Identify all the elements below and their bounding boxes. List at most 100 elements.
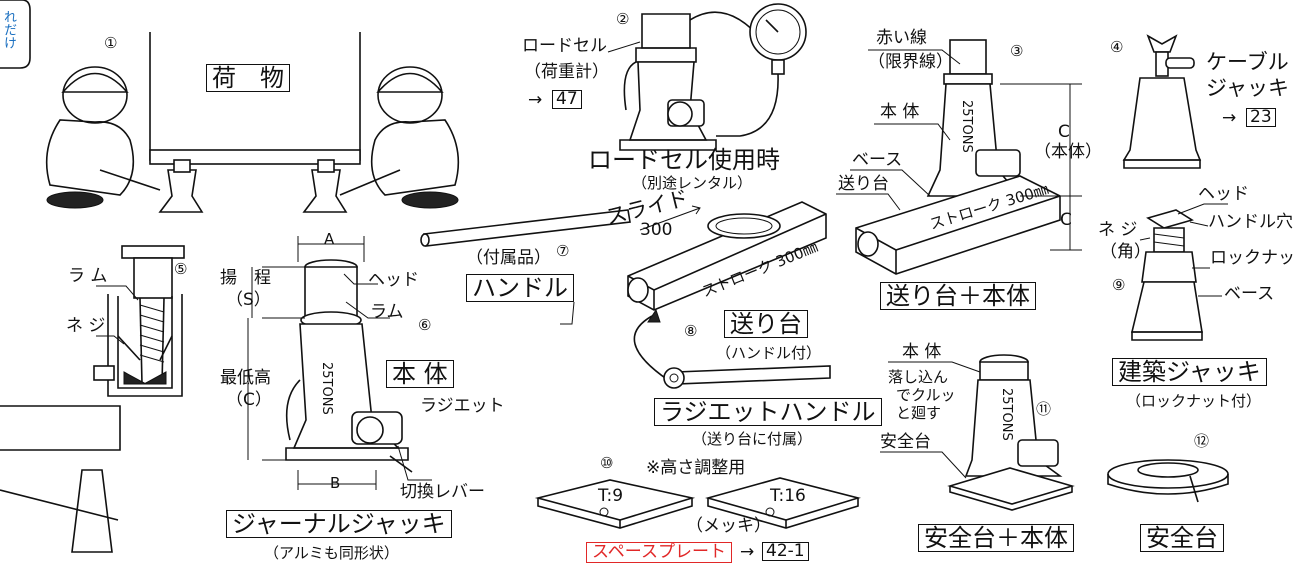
circle-12: ⑫ <box>1194 432 1210 450</box>
safety-tons: 25TONS <box>999 388 1014 441</box>
safety-body-label: 本 体 <box>902 342 942 362</box>
journal-min-2: （C） <box>226 390 272 410</box>
building-screw-1: ネ ジ <box>1098 220 1138 240</box>
journal-body-title: 本 体 <box>386 360 454 388</box>
leader-base <box>850 169 931 197</box>
leader-red-line <box>868 49 961 65</box>
safety-drop-2: でクルッ <box>896 386 956 404</box>
journal-a-label: A <box>324 230 335 248</box>
journal-jack-diagram <box>247 236 432 490</box>
handle-rod <box>420 209 631 247</box>
cable-jack-arrow: → <box>1222 108 1237 128</box>
circle-1: ① <box>104 34 118 52</box>
feed-body-feeder-label: 送り台 <box>838 174 889 194</box>
feed-body-c2-label: C <box>1060 210 1072 230</box>
building-title: 建築ジャッキ <box>1112 358 1267 386</box>
spacer-plates-diagram <box>534 477 861 529</box>
journal-ratchet-label: ラジエット <box>420 396 505 416</box>
feed-body-base-label: ベース <box>852 150 903 170</box>
load-cell-arrow: → <box>528 90 543 110</box>
building-screw-2: （角） <box>1100 242 1151 262</box>
spacer-t2: T:16 <box>770 486 806 506</box>
safety-drop-1: 落し込ん <box>888 368 949 386</box>
building-hole-label: ハンドル穴 <box>1208 212 1293 232</box>
safety-title: 安全台 <box>1140 524 1224 552</box>
red-line-sub: （限界線） <box>868 52 953 72</box>
ratchet-handle-title: ラジエットハンドル <box>654 398 882 426</box>
spacer-ref: 42-1 <box>762 542 809 561</box>
spacer-plating: （メッキ） <box>686 516 771 536</box>
slide-sub: （ハンドル付） <box>716 344 822 362</box>
circle-8: ⑧ <box>684 322 698 340</box>
journal-ram-label: ラム <box>370 302 404 322</box>
red-line-label: 赤い線 <box>876 28 927 48</box>
safety-stand-label: 安全台 <box>880 432 931 452</box>
leader-handle <box>560 301 575 325</box>
corner-tab-label: れだけ <box>1 10 16 49</box>
building-nut-label: ロックナット <box>1210 248 1295 268</box>
journal-lever-label: 切換レバー <box>400 482 485 502</box>
spacer-note: ※高さ調整用 <box>646 458 746 478</box>
cable-jack-ref: 23 <box>1246 108 1276 127</box>
safety-combo-title: 安全台＋本体 <box>918 524 1074 552</box>
feed-body-diagram <box>855 39 1082 275</box>
journal-b-label: B <box>330 474 341 492</box>
load-cell-sub: （荷重計） <box>524 62 609 82</box>
feed-body-c-label: C <box>1058 122 1070 142</box>
handle-title: ハンドル <box>466 274 574 302</box>
building-head-label: ヘッド <box>1198 184 1249 204</box>
load-cell-diagram <box>607 3 807 151</box>
circle-5: ⑤ <box>174 260 188 278</box>
circle-11: ⑪ <box>1036 400 1052 418</box>
handle-acc-label: （付属品） <box>466 248 551 268</box>
feed-body-body-label: 本 体 <box>880 102 920 122</box>
journal-min-1: 最低高 <box>220 368 271 388</box>
screw-ram-label: ラ ム <box>68 266 108 286</box>
spacer-arrow: → <box>740 542 755 562</box>
cargo-scene <box>45 32 460 213</box>
building-jack-diagram <box>1130 203 1228 341</box>
corner-tab-shape <box>0 0 31 69</box>
building-sub: （ロックナット付） <box>1126 392 1262 410</box>
safety-drop-3: と廻す <box>896 404 942 422</box>
slide-title: 送り台 <box>724 310 808 338</box>
journal-head-label: ヘッド <box>368 270 419 290</box>
leader-body <box>874 123 951 141</box>
feed-slide-diagram <box>627 201 831 389</box>
journal-tons: 25TONS <box>319 362 334 415</box>
cargo-label: 荷 物 <box>206 64 290 92</box>
feed-body-title: 送り台＋本体 <box>880 282 1036 310</box>
circle-2: ② <box>616 10 630 28</box>
cable-jack-title-1: ケーブル <box>1206 50 1289 74</box>
cable-jack-title-2: ジャッキ <box>1206 76 1289 100</box>
slide-value: 300 <box>640 220 673 240</box>
load-cell-caption: ロードセル使用時 <box>588 146 780 174</box>
safety-combo-diagram <box>880 354 1075 511</box>
circle-6: ⑥ <box>418 316 432 334</box>
feed-body-tons: 25TONS <box>959 100 974 153</box>
journal-lift-2: （S） <box>226 290 271 310</box>
building-base-label: ベース <box>1224 284 1275 304</box>
cable-jack-diagram <box>1122 34 1202 169</box>
circle-10: ⑩ <box>600 454 614 472</box>
circle-4: ④ <box>1110 38 1124 56</box>
load-cell-ref: 47 <box>552 90 582 109</box>
load-cell-label: ロードセル <box>522 36 607 56</box>
journal-title: ジャーナルジャッキ <box>226 510 452 538</box>
load-cell-caption-sub: （別途レンタル） <box>632 174 753 192</box>
circle-3: ③ <box>1010 42 1024 60</box>
ratchet-handle-sub: （送り台に付属） <box>692 430 813 448</box>
spacer-t1: T:9 <box>598 486 624 506</box>
screw-section-diagram <box>0 245 185 553</box>
spacer-title: スペースプレート <box>586 542 732 563</box>
journal-sub: （アルミも同形状） <box>264 544 399 562</box>
feed-body-c-sub: （本体） <box>1034 142 1102 162</box>
journal-lift-1: 揚 程 <box>220 268 271 288</box>
leader-feeder <box>836 193 901 211</box>
circle-7: ⑦ <box>556 242 570 260</box>
safety-stand-diagram <box>1107 459 1229 503</box>
screw-screw-label: ネ ジ <box>66 316 106 336</box>
circle-9: ⑨ <box>1112 276 1126 294</box>
